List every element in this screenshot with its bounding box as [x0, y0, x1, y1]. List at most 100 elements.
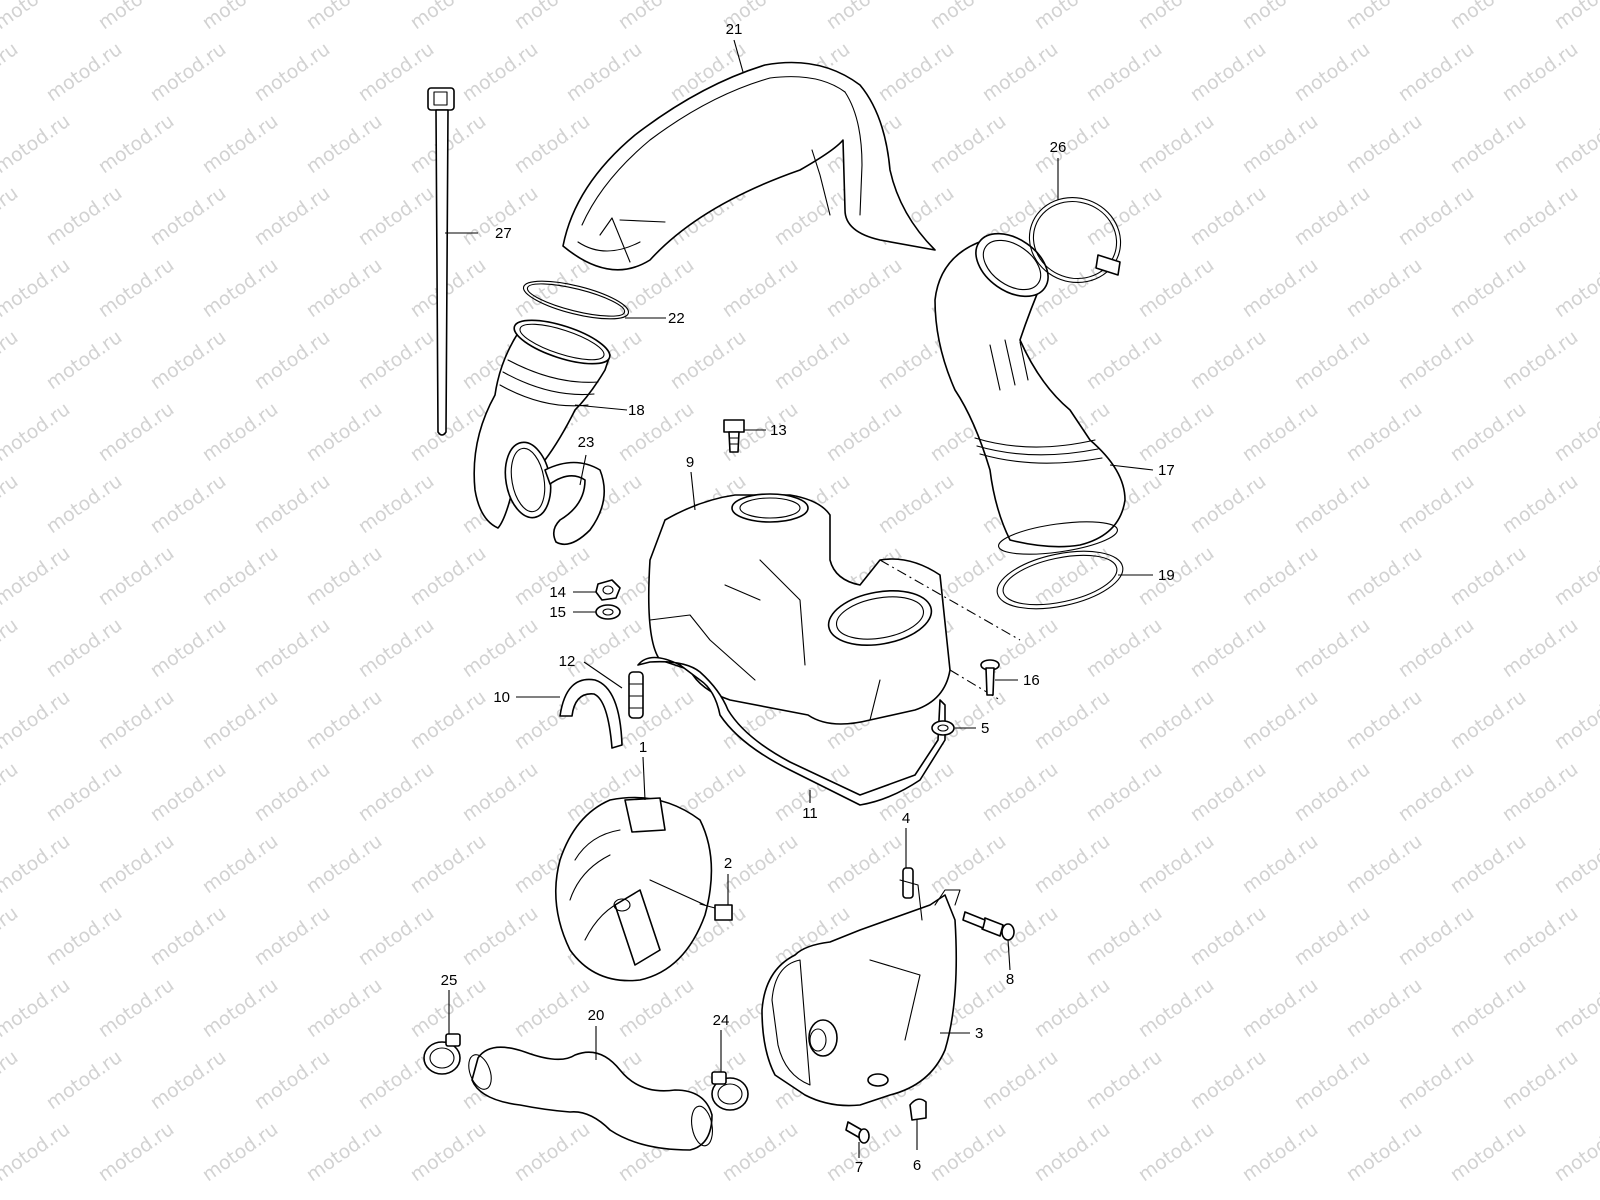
watermark-text-260: motod.ru	[1290, 1046, 1374, 1114]
watermark-text-52: motod.ru	[250, 182, 334, 250]
watermark-text-183: motod.ru	[146, 758, 230, 826]
watermark-text-89: motod.ru	[666, 326, 750, 394]
watermark-text-136: motod.ru	[406, 542, 490, 610]
watermark-text-165: motod.ru	[0, 686, 74, 754]
part-2-bolt	[699, 903, 733, 921]
watermark-text-29: motod.ru	[1290, 38, 1374, 106]
watermark-text-185: motod.ru	[354, 758, 438, 826]
part-4-pin	[902, 867, 914, 899]
watermark-text-114: motod.ru	[1550, 398, 1600, 466]
callout-19: 19	[1158, 567, 1175, 584]
watermark-text-130: motod.ru	[1498, 470, 1582, 538]
watermark-text-177: motod.ru	[1238, 686, 1322, 754]
watermark-text-259: motod.ru	[1186, 1046, 1270, 1114]
watermark-text-90: motod.ru	[770, 326, 854, 394]
part-5-grommet	[931, 720, 955, 736]
watermark-text-236: motod.ru	[510, 974, 594, 1042]
watermark-text-268: motod.ru	[406, 1118, 490, 1186]
watermark-text-124: motod.ru	[874, 470, 958, 538]
watermark-text-208: motod.ru	[1030, 830, 1114, 898]
part-14-nut	[595, 579, 621, 601]
watermark-text-94: motod.ru	[1186, 326, 1270, 394]
watermark-text-6: motod.ru	[614, 0, 698, 34]
watermark-text-35: motod.ru	[198, 110, 282, 178]
watermark-text-261: motod.ru	[1394, 1046, 1478, 1114]
callout-23: 23	[578, 434, 595, 451]
watermark-text-85: motod.ru	[250, 326, 334, 394]
watermark-text-1: motod.ru	[94, 0, 178, 34]
part-7-screw	[845, 1121, 870, 1144]
watermark-text-273: motod.ru	[926, 1118, 1010, 1186]
callout-25: 25	[441, 972, 458, 989]
watermark-text-4: motod.ru	[406, 0, 490, 34]
watermark-text-148: motod.ru	[0, 614, 22, 682]
watermark-text-211: motod.ru	[1342, 830, 1426, 898]
watermark-text-102: motod.ru	[302, 398, 386, 466]
watermark-text-26: motod.ru	[978, 38, 1062, 106]
part-8-screw	[962, 911, 1015, 941]
watermark-text-227: motod.ru	[1290, 902, 1374, 970]
watermark-text-57: motod.ru	[770, 182, 854, 250]
watermark-text-150: motod.ru	[146, 614, 230, 682]
watermark-text-226: motod.ru	[1186, 902, 1270, 970]
part-23-band	[544, 461, 606, 546]
watermark-text-215: motod.ru	[42, 902, 126, 970]
watermark-text-47: motod.ru	[1446, 110, 1530, 178]
callout-24: 24	[713, 1012, 730, 1029]
watermark-text-95: motod.ru	[1290, 326, 1374, 394]
watermark-text-218: motod.ru	[354, 902, 438, 970]
watermark-text-63: motod.ru	[1394, 182, 1478, 250]
watermark-text-83: motod.ru	[42, 326, 126, 394]
callout-5: 5	[981, 720, 989, 737]
part-15-washer	[595, 604, 621, 620]
part-19-ring	[996, 550, 1124, 610]
watermark-text-231: motod.ru	[0, 974, 74, 1042]
watermark-text-143: motod.ru	[1134, 542, 1218, 610]
watermark-text-243: motod.ru	[1238, 974, 1322, 1042]
watermark-text-207: motod.ru	[926, 830, 1010, 898]
watermark-text-81: motod.ru	[1550, 254, 1600, 322]
watermark-text-198: motod.ru	[0, 830, 74, 898]
watermark-text-135: motod.ru	[302, 542, 386, 610]
part-20-hose	[468, 1046, 713, 1151]
watermark-text-86: motod.ru	[354, 326, 438, 394]
watermark-text-210: motod.ru	[1238, 830, 1322, 898]
watermark-text-15: motod.ru	[1550, 0, 1600, 34]
watermark-text-176: motod.ru	[1134, 686, 1218, 754]
watermark-text-163: motod.ru	[1498, 614, 1582, 682]
watermark-text-181: motod.ru	[0, 758, 22, 826]
watermark-text-73: motod.ru	[718, 254, 802, 322]
watermark-text-146: motod.ru	[1446, 542, 1530, 610]
watermark-text-162: motod.ru	[1394, 614, 1478, 682]
callout-22: 22	[668, 310, 685, 327]
watermark-text-134: motod.ru	[198, 542, 282, 610]
watermark-text-269: motod.ru	[510, 1118, 594, 1186]
callout-17: 17	[1158, 462, 1175, 479]
watermark-text-175: motod.ru	[1030, 686, 1114, 754]
watermark-text-271: motod.ru	[718, 1118, 802, 1186]
watermark-text-200: motod.ru	[198, 830, 282, 898]
watermark-text-214: motod.ru	[0, 902, 22, 970]
watermark-text-11: motod.ru	[1134, 0, 1218, 34]
watermark-text-232: motod.ru	[94, 974, 178, 1042]
part-22-ring	[522, 280, 630, 320]
watermark-text-242: motod.ru	[1134, 974, 1218, 1042]
watermark-text-101: motod.ru	[198, 398, 282, 466]
watermark-text-112: motod.ru	[1342, 398, 1426, 466]
watermark-text-22: motod.ru	[562, 38, 646, 106]
watermark-text-2: motod.ru	[198, 0, 282, 34]
watermark-text-28: motod.ru	[1186, 38, 1270, 106]
watermark-text-201: motod.ru	[302, 830, 386, 898]
watermark-text-51: motod.ru	[146, 182, 230, 250]
part-9-air-box	[647, 493, 1021, 725]
watermark-text-233: motod.ru	[198, 974, 282, 1042]
watermark-text-195: motod.ru	[1394, 758, 1478, 826]
watermark-text-5: motod.ru	[510, 0, 594, 34]
callout-8: 8	[1006, 971, 1014, 988]
watermark-text-179: motod.ru	[1446, 686, 1530, 754]
watermark-text-151: motod.ru	[250, 614, 334, 682]
watermark-text-36: motod.ru	[302, 110, 386, 178]
watermark-text-78: motod.ru	[1238, 254, 1322, 322]
watermark-text-234: motod.ru	[302, 974, 386, 1042]
